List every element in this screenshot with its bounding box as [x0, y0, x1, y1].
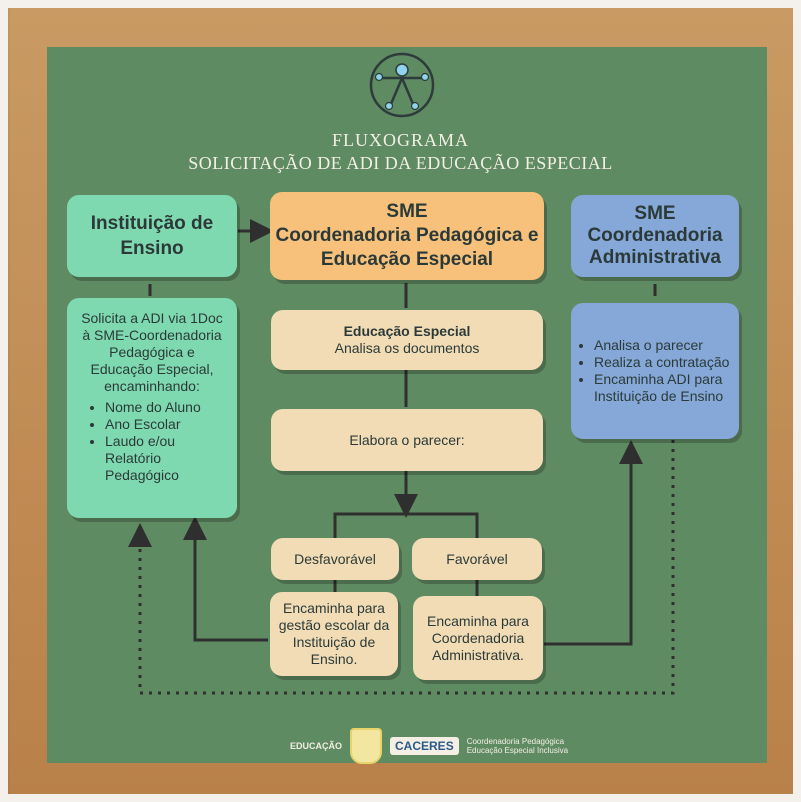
step-elabora-parecer: Elabora o parecer: — [271, 409, 543, 471]
header-line: Instituição de — [90, 213, 214, 234]
request-line: à SME-Coordenadoria — [82, 327, 222, 343]
header-instituicao-ensino: Instituição de Ensino — [67, 195, 237, 277]
step-title: Educação Especial — [343, 323, 471, 339]
accessibility-icon — [369, 52, 435, 118]
footer-logos: EDUCAÇÃO CACERES Coordenadoria Pedagógic… — [290, 728, 568, 764]
list-item: Ano Escolar — [105, 416, 225, 433]
decision-favoravel: Favorável — [412, 538, 542, 580]
header-line: SME — [634, 203, 676, 224]
request-line: Educação Especial, — [90, 361, 214, 377]
request-line: Solicita a ADI via 1Doc — [81, 310, 223, 326]
city-seal-icon — [350, 728, 383, 764]
decision-label: Favorável — [446, 550, 508, 567]
list-item: Encaminha ADI para Instituição de Ensino — [594, 371, 732, 405]
list-item: Nome do Aluno — [105, 399, 225, 416]
secretaria-educacao-logo: EDUCAÇÃO — [290, 740, 343, 751]
step-text: Elabora o parecer: — [349, 431, 465, 448]
action-encaminha-gestao: Encaminha para gestão escolar da Institu… — [270, 592, 398, 676]
action-text: Encaminha para gestão escolar da Institu… — [278, 600, 390, 667]
header-line: Administrativa — [589, 247, 721, 268]
decision-desfavoravel: Desfavorável — [271, 538, 399, 580]
administrativa-actions-box: Analisa o parecer Realiza a contratação … — [571, 303, 739, 439]
header-line: SME — [386, 201, 428, 222]
list-item: Laudo e/ou Relatório Pedagógico — [105, 433, 225, 484]
request-items-list: Nome do Aluno Ano Escolar Laudo e/ou Rel… — [89, 399, 225, 484]
step-text: Analisa os documentos — [334, 340, 480, 356]
diagram-title: FLUXOGRAMA — [331, 130, 469, 150]
header-line: Ensino — [120, 238, 184, 259]
footer-line: Coordenadoria Pedagógica — [466, 737, 565, 746]
header-line: Educação Especial — [320, 249, 494, 270]
step-analisa-documentos: Educação Especial Analisa os documentos — [271, 310, 543, 370]
diagram-subtitle: SOLICITAÇÃO DE ADI DA EDUCAÇÃO ESPECIAL — [188, 153, 613, 173]
request-line: encaminhando: — [104, 378, 200, 394]
decision-label: Desfavorável — [294, 550, 376, 567]
list-item: Realiza a contratação — [594, 354, 732, 371]
footer-line: Educação Especial Inclusiva — [466, 746, 569, 755]
header-line: Coordenadoria — [587, 225, 723, 246]
action-encaminha-coordenadoria: Encaminha para Coordenadoria Administrat… — [413, 596, 543, 680]
header-sme-coordenadoria-pedagogica: SME Coordenadoria Pedagógica e Educação … — [270, 192, 544, 280]
action-text: Encaminha para Coordenadoria Administrat… — [427, 612, 529, 663]
list-item: Analisa o parecer — [594, 337, 732, 354]
header-line: Coordenadoria Pedagógica e — [275, 225, 539, 246]
instituicao-request-box: Solicita a ADI via 1Doc à SME-Coordenado… — [67, 298, 237, 518]
admin-actions-list: Analisa o parecer Realiza a contratação … — [578, 337, 732, 405]
request-line: Pedagógica e — [109, 344, 195, 360]
city-logo: CACERES — [390, 737, 459, 755]
footer-right-text: Coordenadoria Pedagógica Educação Especi… — [467, 737, 568, 755]
header-sme-coordenadoria-administrativa: SME Coordenadoria Administrativa — [571, 195, 739, 277]
